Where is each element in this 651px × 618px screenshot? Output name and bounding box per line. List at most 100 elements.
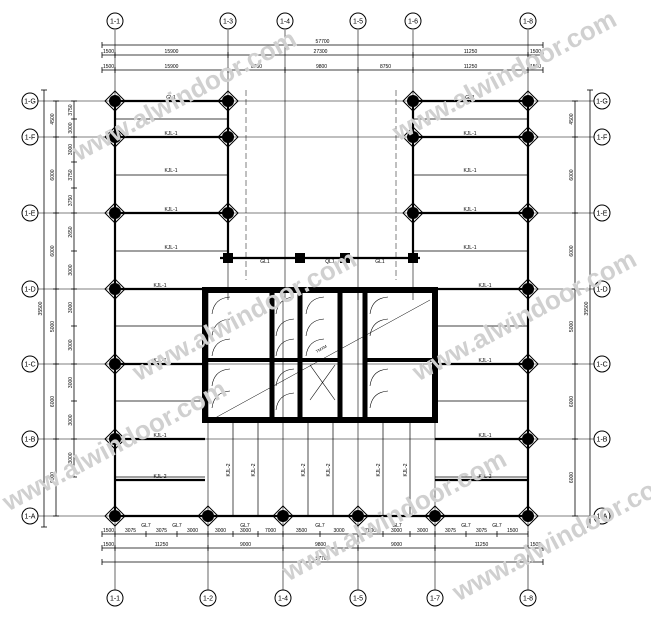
column — [202, 510, 214, 522]
core-outer-wall — [202, 287, 438, 423]
elevator-door-arc — [211, 338, 231, 357]
column-cap — [517, 202, 539, 224]
left-dim-row2-value: 3000 — [68, 377, 74, 388]
beam-label-kjl1: KJL-1 — [153, 358, 166, 364]
bottom-dim-row2-value: 3075 — [476, 528, 487, 534]
column-cap — [104, 90, 126, 112]
axis-right-1-F-bubble — [593, 128, 611, 146]
bottom-dim-row2-value: 1500 — [507, 528, 518, 534]
beam-label-gl7: GL7 — [141, 523, 151, 529]
axis-right-1-A-bubble — [593, 507, 611, 525]
beam-label-ql1: QL1 — [325, 259, 335, 265]
left-dim-overall-value: 35500 — [38, 301, 44, 315]
column-cap — [517, 428, 539, 450]
top-dim-row2-value: 15900 — [165, 64, 179, 70]
beam-label-gl7: GL7 — [240, 523, 250, 529]
column-cap — [402, 202, 424, 224]
left-dim-row2-value: 3750 — [68, 104, 74, 115]
axis-left-1-D-label: 1-D — [24, 287, 35, 294]
axis-top-1-4-bubble — [276, 12, 294, 30]
right-dim-row1-value: 5000 — [569, 321, 575, 332]
axis-bottom-1-5-bubble — [349, 589, 367, 607]
axis-top-1-8-bubble — [519, 12, 537, 30]
axis-bottom-1-7-bubble — [426, 589, 444, 607]
column-cap — [104, 278, 126, 300]
right-dim-row1-value: 4500 — [569, 113, 575, 124]
top-dim-row1-value: 1500 — [103, 49, 114, 55]
beam-label-kjl1: KJL-1 — [478, 283, 491, 289]
axis-left-1-G-bubble — [21, 92, 39, 110]
left-dim-row2-value: 3000 — [68, 302, 74, 313]
elevator-door-arc — [275, 338, 295, 357]
axis-left-1-F-label: 1-F — [25, 135, 36, 142]
bottom-dim-row1-value: 1500 — [103, 542, 114, 548]
axis-bottom-1-8-bubble — [519, 589, 537, 607]
axis-top-1-1-label: 1-1 — [110, 19, 120, 26]
beam-label-kjl1: KJL-1 — [463, 207, 476, 213]
axis-right-1-G-bubble — [593, 92, 611, 110]
column-cap — [272, 505, 294, 527]
bottom-dim-row2-value: 3000 — [333, 528, 344, 534]
bottom-dim-row2-value: 7000 — [265, 528, 276, 534]
elevator-door-arc — [369, 296, 389, 315]
beam-label-kjl1: KJL-1 — [153, 433, 166, 439]
elevator-door-arc — [369, 318, 389, 337]
axis-bottom-1-7-label: 1-7 — [430, 596, 440, 603]
axis-right-1-C-bubble — [593, 355, 611, 373]
axis-left-1-B-label: 1-B — [25, 437, 36, 444]
left-dim-row2-value: 3750 — [68, 169, 74, 180]
left-dim-row2-value: 3000 — [68, 339, 74, 350]
right-dim-row1-value: 6000 — [569, 245, 575, 256]
beam-label-gl7: GL7 — [492, 523, 502, 529]
column — [352, 510, 364, 522]
left-dim-row2-value: 3000 — [68, 452, 74, 463]
column-cap — [402, 126, 424, 148]
axis-left-1-D-bubble — [21, 280, 39, 298]
beam-label-gl7: GL7 — [315, 523, 325, 529]
elevator-door-arc — [369, 368, 389, 387]
beam-label-kjl1: KJL-1 — [463, 245, 476, 251]
column-cap — [517, 278, 539, 300]
bottom-dim-row2-value: 3000 — [187, 528, 198, 534]
elevator-door-arc — [305, 296, 325, 315]
column — [109, 131, 121, 143]
axis-right-1-B-label: 1-B — [597, 437, 608, 444]
elevator-door-arc — [275, 318, 295, 337]
elevator-door-arc — [275, 392, 295, 411]
column — [407, 207, 419, 219]
axis-bottom-1-2-label: 1-2 — [203, 596, 213, 603]
beam-label-kjl2: KJL-2 — [226, 463, 232, 476]
elevator-door-arc — [211, 390, 231, 409]
beam-label-kjl2: KJL-2 — [478, 474, 491, 480]
left-dim-row2-value: 3000 — [68, 414, 74, 425]
column-cap — [104, 505, 126, 527]
column-cap — [517, 505, 539, 527]
bottom-dim-row2-value: 3075 — [156, 528, 167, 534]
column — [109, 207, 121, 219]
beam-label-kjl2: KJL-2 — [376, 463, 382, 476]
axis-bottom-1-4-bubble — [274, 589, 292, 607]
column — [522, 207, 534, 219]
column-cap — [517, 126, 539, 148]
column — [109, 283, 121, 295]
left-dim-row2-value: 3750 — [68, 195, 74, 206]
right-dim-row1-value: 6000 — [569, 472, 575, 483]
axis-left-1-E-label: 1-E — [25, 211, 36, 218]
beam-label-kjl1: KJL-1 — [164, 207, 177, 213]
left-dim-row1-value: 6000 — [50, 396, 56, 407]
shaft-cross — [309, 364, 336, 401]
axis-left-1-E-bubble — [21, 204, 39, 222]
beam-label-gl7: GL7 — [461, 523, 471, 529]
axis-top-1-5-label: 1-5 — [353, 19, 363, 26]
elevator-door-arc — [305, 318, 325, 337]
axis-right-1-G-label: 1-G — [596, 99, 608, 106]
column — [522, 283, 534, 295]
column-cap — [347, 505, 369, 527]
core-column — [295, 253, 305, 263]
bottom-dim-row1-value: 1500 — [530, 542, 541, 548]
core-column — [340, 253, 350, 263]
core-note-label: TMXM — [315, 344, 328, 354]
axis-bottom-1-8-label: 1-8 — [523, 596, 533, 603]
axis-left-1-C-label: 1-C — [24, 362, 35, 369]
column — [109, 358, 121, 370]
